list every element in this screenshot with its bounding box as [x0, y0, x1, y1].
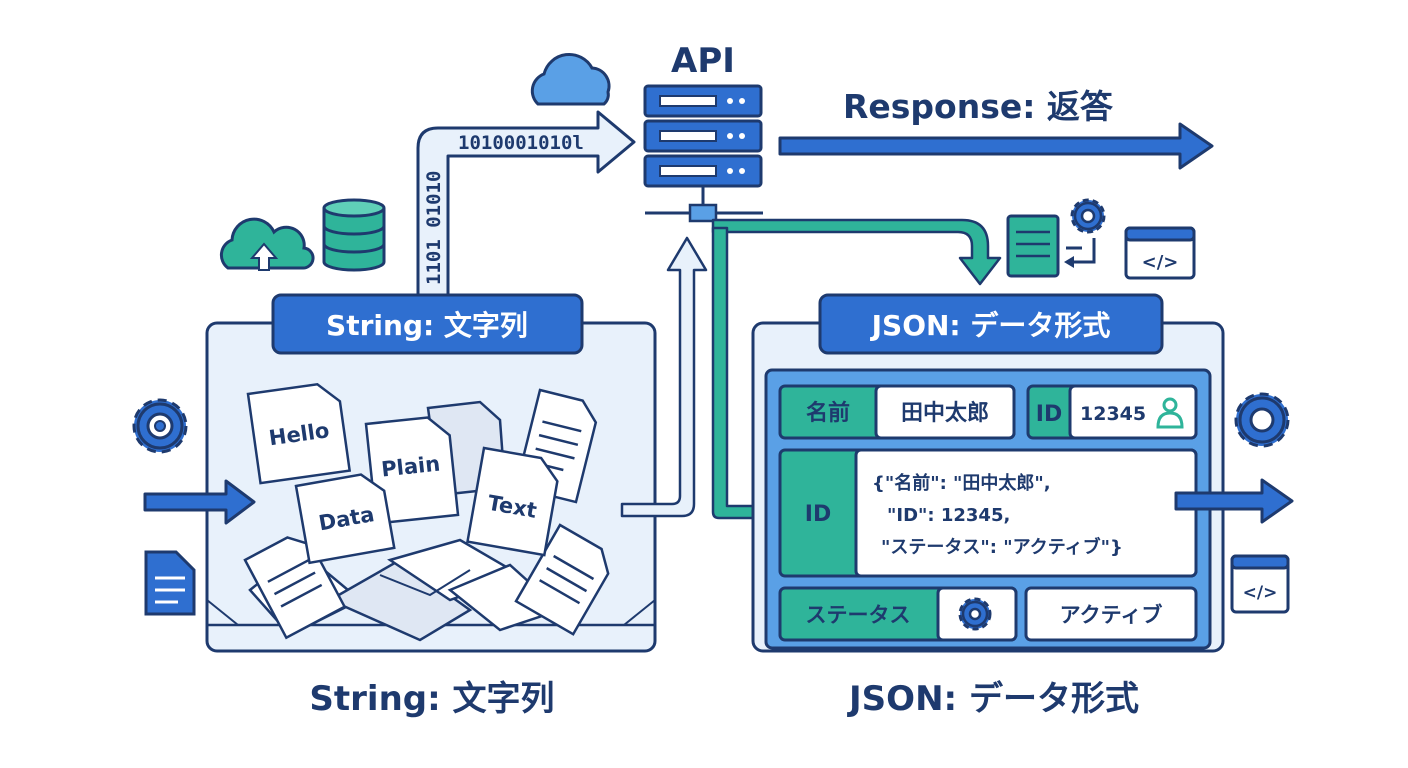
cloud-upload-icon	[219, 217, 315, 271]
document-icon	[144, 550, 196, 616]
input-arrow	[143, 479, 256, 525]
gear-icon	[1234, 392, 1290, 448]
database-icon	[322, 198, 386, 272]
string-to-api-arrow	[620, 236, 708, 518]
string-badge-label: String: 文字列	[326, 309, 528, 342]
id-field: ID 12345	[1026, 384, 1198, 440]
row-id-label: ID	[805, 502, 831, 527]
document-icon	[1006, 214, 1060, 278]
status-field: ステータス アクティブ	[778, 586, 1198, 642]
binary-vertical-text: 1101 01010	[423, 171, 445, 285]
name-value: 田中太郎	[901, 400, 989, 426]
json-badge: JSON: データ形式	[818, 293, 1164, 355]
string-panel: Hello Plain Text Data	[205, 321, 657, 653]
binary-horizontal-text: 1010001010l	[458, 132, 584, 154]
status-value: アクティブ	[1060, 603, 1163, 627]
document-icon	[514, 523, 610, 636]
user-icon	[1156, 397, 1184, 429]
paper-plain: Plain	[364, 416, 460, 525]
response-label: Response: 返答	[843, 87, 1114, 126]
name-label: 名前	[806, 400, 850, 426]
paper-hello: Hello	[246, 382, 352, 485]
gear-icon	[1070, 198, 1106, 234]
code-window-icon: </>	[1124, 226, 1196, 280]
json-caption: JSON: データ形式	[847, 679, 1139, 719]
paper-data: Data	[294, 473, 396, 565]
json-code-block: ID {"名前": "田中太郎", "ID": 12345, "ステータス": …	[778, 448, 1198, 578]
transfer-arrow-icon	[1064, 238, 1096, 268]
paper-text: Text	[466, 446, 559, 557]
svg-text:</>: </>	[1243, 583, 1278, 603]
binary-pipe-arrow	[416, 110, 636, 302]
output-arrow	[1174, 478, 1294, 524]
svg-text:</>: </>	[1142, 252, 1179, 273]
string-caption: String: 文字列	[309, 679, 554, 719]
code-window-icon: </>	[1230, 554, 1290, 614]
cloud-icon	[530, 52, 611, 106]
server-icon	[643, 84, 763, 223]
response-arrow	[778, 122, 1214, 170]
string-badge: String: 文字列	[271, 293, 584, 355]
status-label: ステータス	[806, 603, 911, 627]
code-line-2: "ID": 12345,	[887, 505, 1010, 526]
document-icon	[243, 536, 347, 640]
code-line-1: {"名前": "田中太郎",	[872, 472, 1051, 494]
api-title: API	[671, 41, 735, 81]
id-label: ID	[1036, 402, 1062, 427]
json-panel: 名前 田中太郎 ID 12345 ID {"名前": "田中太郎", "ID":…	[751, 321, 1225, 653]
gear-icon	[132, 398, 188, 454]
json-badge-label: JSON: データ形式	[870, 309, 1111, 342]
code-line-3: "ステータス": "アクティブ"}	[881, 536, 1123, 558]
name-field: 名前 田中太郎	[778, 384, 1016, 440]
gear-icon	[958, 597, 992, 631]
id-value: 12345	[1080, 403, 1146, 425]
